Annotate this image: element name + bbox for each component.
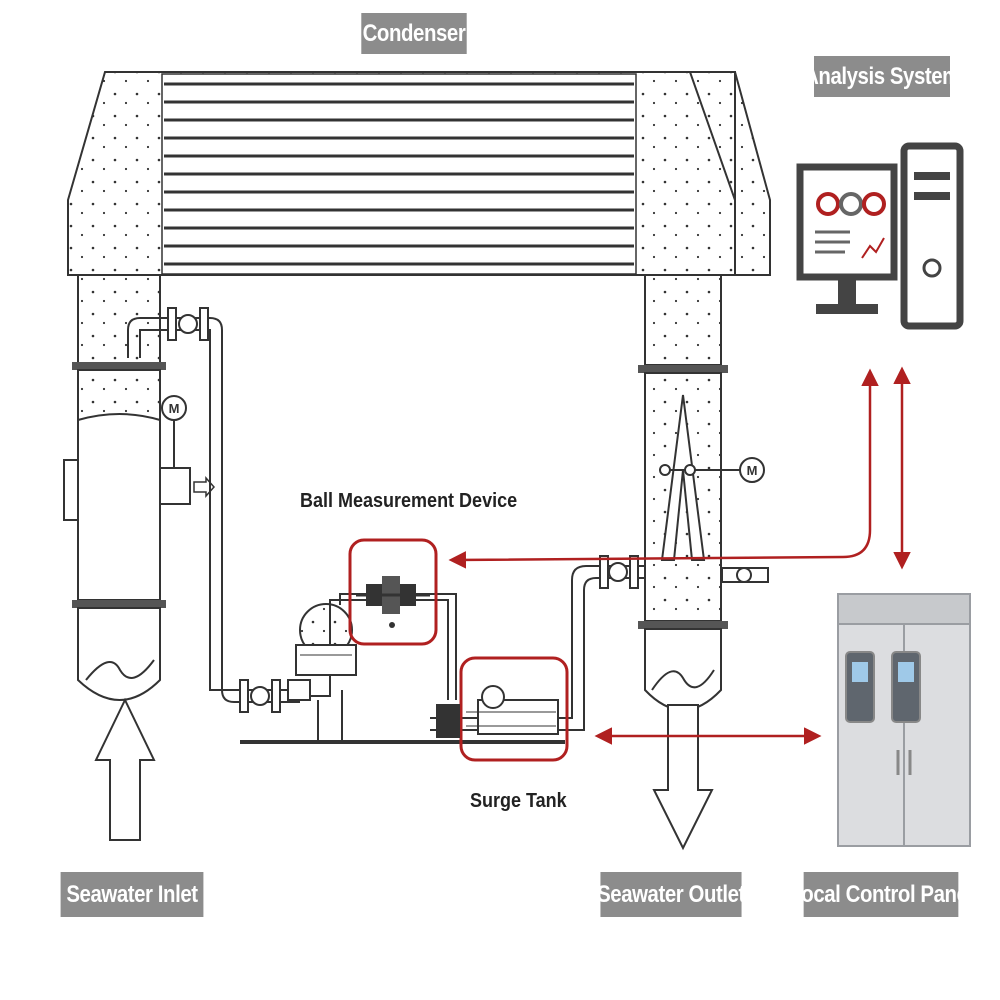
- outlet-arrow: [652, 704, 714, 851]
- ball-collector: [287, 603, 357, 701]
- computer-icon: [796, 142, 964, 330]
- motor-label: M: [747, 463, 758, 478]
- condenser: [67, 71, 771, 276]
- signal-arrows: [448, 366, 911, 745]
- base-rails: [240, 690, 565, 744]
- surge-tank-label: Surge Tank: [470, 790, 567, 812]
- ball-measurement-device-label: Ball Measurement Device: [300, 490, 518, 512]
- control-cabinet-icon: [837, 593, 971, 847]
- inlet-arrow: [94, 697, 156, 841]
- condenser-tubes: [164, 82, 634, 266]
- surge-tank: [436, 656, 569, 762]
- local-control-panel-label: Local Control Panel: [789, 872, 973, 917]
- motor-label: M: [169, 401, 180, 416]
- inlet-strainer: M: [63, 274, 216, 701]
- motor-icon: [161, 395, 187, 421]
- ball-measurement-device: [348, 538, 438, 646]
- seawater-outlet-label: Seawater Outlet: [597, 872, 745, 917]
- seawater-inlet-label: Seawater Inlet: [60, 872, 204, 917]
- piping: [127, 317, 645, 731]
- pipe-valves: [167, 307, 639, 713]
- signal-line-to-device: [448, 368, 879, 569]
- analysis-system-label: Analysis System: [804, 56, 960, 97]
- condenser-label: Condenser: [361, 13, 467, 54]
- outlet-vessel: M: [638, 274, 769, 711]
